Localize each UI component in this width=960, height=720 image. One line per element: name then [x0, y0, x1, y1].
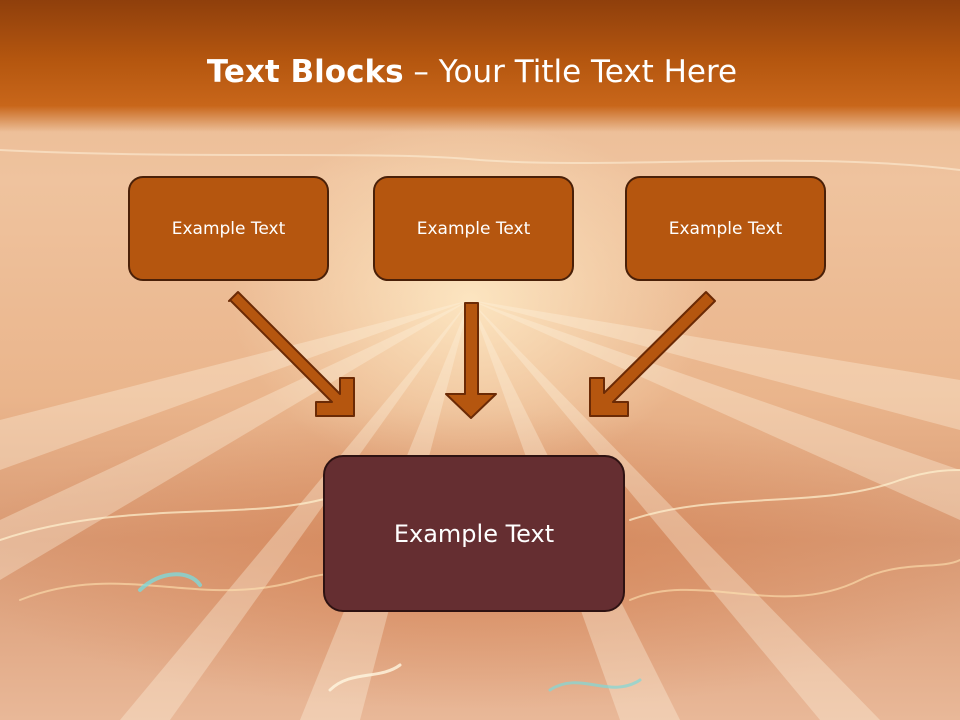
title-bar — [0, 0, 960, 132]
title-rest-part: – Your Title Text Here — [403, 54, 738, 90]
slide-title: Text Blocks – Your Title Text Here — [0, 54, 944, 90]
arrow-down-right — [228, 291, 355, 417]
arrow-down-left — [589, 291, 716, 417]
text-block-right[interactable]: Example Text — [625, 176, 826, 281]
text-block-left[interactable]: Example Text — [128, 176, 329, 281]
text-block-center[interactable]: Example Text — [373, 176, 574, 281]
title-bold-part: Text Blocks — [206, 54, 404, 90]
text-block-bottom[interactable]: Example Text — [323, 455, 625, 612]
arrow-down — [445, 302, 497, 419]
